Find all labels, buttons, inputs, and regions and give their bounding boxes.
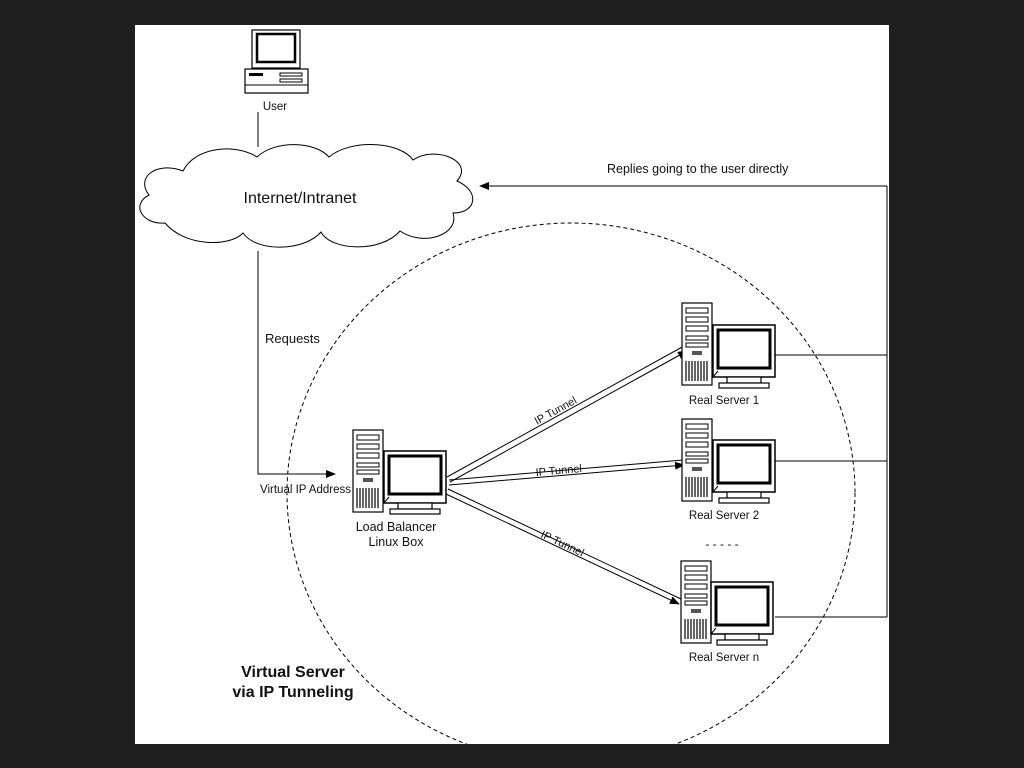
- tunnel-label-1: IP Tunnel: [533, 395, 579, 428]
- load-balancer-label-line2: Linux Box: [369, 535, 425, 549]
- tunnel-to-server-n: [445, 488, 682, 605]
- real-server-n-label: Real Server n: [689, 652, 759, 664]
- replies-label: Replies going to the user directly: [607, 162, 789, 176]
- user-label: User: [263, 101, 287, 113]
- cloud-label: Internet/Intranet: [244, 190, 358, 207]
- diagram-title-line1: Virtual Server: [241, 664, 345, 681]
- real-server-1-label: Real Server 1: [689, 395, 759, 407]
- real-server-n-tower-icon: [680, 560, 712, 644]
- requests-label: Requests: [265, 331, 320, 346]
- internet-cloud: [139, 144, 474, 248]
- virtual-ip-label: Virtual IP Address: [260, 484, 351, 496]
- ip-tunneling-diagram: User Internet/Intranet Requests Replies …: [139, 29, 888, 744]
- real-server-n-monitor-icon: [709, 580, 775, 647]
- load-balancer-label-line1: Load Balancer: [356, 520, 437, 534]
- real-server-2-label: Real Server 2: [689, 510, 759, 522]
- real-server-1-tower-icon: [681, 302, 713, 386]
- tunnel-label-2: IP Tunnel: [535, 463, 582, 479]
- tunnel-to-server-1: [446, 345, 688, 483]
- load-balancer-monitor-icon: [382, 449, 448, 516]
- user-computer-icon: [244, 29, 309, 94]
- tunnel-to-server-2: [448, 459, 685, 486]
- diagram-title-line2: via IP Tunneling: [232, 684, 353, 701]
- virtual-server-boundary: [286, 222, 856, 744]
- tunnel-label-n: IP Tunnel: [539, 529, 586, 559]
- real-server-2-tower-icon: [681, 418, 713, 502]
- real-server-2-monitor-icon: [711, 438, 777, 505]
- ellipsis: - - - - -: [705, 537, 738, 551]
- diagram-canvas: User Internet/Intranet Requests Replies …: [135, 25, 889, 744]
- real-server-1-monitor-icon: [711, 323, 777, 390]
- load-balancer-tower-icon: [352, 429, 384, 513]
- requests-line: [257, 251, 336, 478]
